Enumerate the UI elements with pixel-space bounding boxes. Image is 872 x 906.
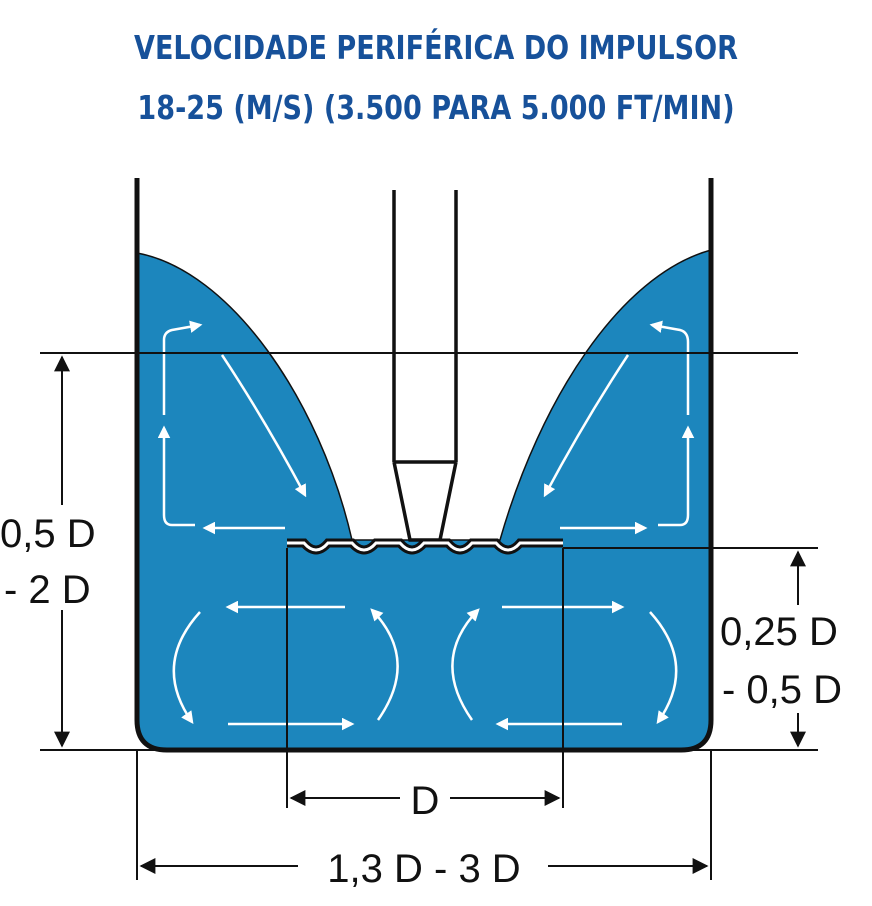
flow-arrow <box>658 425 695 527</box>
impeller-blade <box>287 538 563 555</box>
liquid-depth-label-1: 0,5 D <box>0 512 96 556</box>
flow-arrow <box>649 611 678 725</box>
reference-lines <box>40 352 818 880</box>
flow-arrow <box>172 611 201 725</box>
tank-width-label: 1,3 D - 3 D <box>327 847 520 891</box>
impeller-diameter-label: D <box>411 779 440 823</box>
flow-arrow <box>220 354 307 498</box>
liquid-depth-label-2: - 2 D <box>4 568 91 612</box>
title-line-1: VELOCIDADE PERIFÉRICA DO IMPULSOR <box>133 28 738 67</box>
impeller-shaft <box>392 190 458 542</box>
impeller-clearance-label-1: 0,25 D <box>720 610 838 654</box>
flow-arrow <box>543 354 630 498</box>
flow-arrow <box>649 320 690 415</box>
liquid-body <box>136 249 712 751</box>
flow-arrow <box>162 320 203 415</box>
flow-arrow <box>157 425 195 527</box>
flow-arrow <box>370 608 399 721</box>
flow-arrow <box>451 608 480 721</box>
title-line-2: 18-25 (M/S) (3.500 PARA 5.000 FT/MIN) <box>137 88 735 127</box>
impeller-clearance-label-2: - 0,5 D <box>722 668 842 712</box>
